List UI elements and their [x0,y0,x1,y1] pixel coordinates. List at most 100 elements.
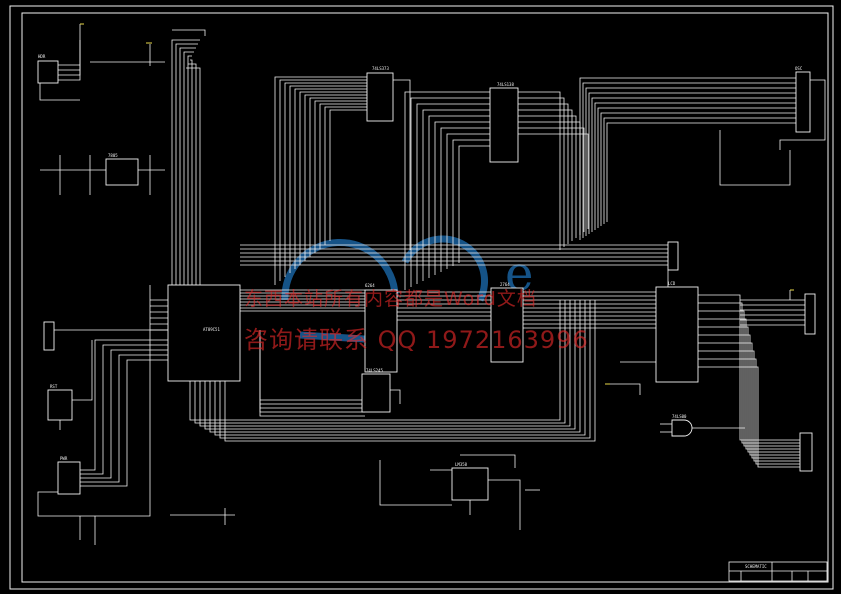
wire [518,115,577,238]
wire [259,354,365,417]
wire [80,339,168,471]
wire [72,340,93,401]
wire [428,115,490,278]
wire [440,127,490,272]
connector-top-mid [667,241,679,271]
wire [518,103,569,244]
wire [279,79,367,281]
latch-chip [366,72,394,122]
wire [175,43,198,285]
wire [719,130,791,186]
clock-label: OSC [795,66,803,71]
wire [299,91,367,265]
wire [452,139,490,266]
regulator-label: 7805 [108,153,118,158]
wire [80,354,168,483]
wire [304,94,367,261]
wire [518,127,585,232]
wire [594,102,796,230]
mcu-chip [167,284,241,382]
latch-label: 74LS373 [372,66,389,71]
wire [39,83,80,101]
title-block-label: SCHEMATIC [745,564,767,569]
connector-left [43,321,55,351]
wire [186,67,201,285]
wire [289,85,367,273]
wire [329,109,367,241]
eprom-chip [490,287,524,363]
wire [214,300,586,436]
wire [518,133,589,229]
wire [610,383,641,395]
wire [183,51,194,285]
wire [698,310,800,447]
nand-gate-symbol [671,419,693,437]
wire [404,91,490,290]
wire [591,97,796,232]
watermark-line-2: 咨询请联系 QQ 1972163996 [244,326,589,354]
wire [588,92,796,234]
wire [314,100,367,253]
buffer-chip [361,373,391,413]
wire [390,389,401,404]
wire [188,63,197,285]
wire [606,122,796,222]
wire [274,76,367,285]
title-block [728,561,828,582]
wire-net [37,24,826,545]
eprom-label: 2764 [500,282,510,287]
wire [80,359,168,487]
yellow-markers [80,23,794,385]
regulator-chip [105,158,139,186]
wire [460,454,516,468]
wire [698,342,800,459]
wire [600,112,796,226]
connector-mid-right [804,293,816,335]
wire [309,97,367,257]
wire [199,300,571,427]
wire [518,91,561,250]
wire [171,39,200,285]
reset-chip [47,389,73,421]
wire [204,300,576,430]
wire [172,29,206,36]
display-label: LCD [668,281,676,286]
ram-chip [364,289,398,373]
wire [698,366,800,468]
chip-labels: AT89C51 6264 2764 LCD 74LS373 74LS138 HD… [38,54,803,467]
drawing-border [9,5,834,590]
wire [410,97,490,287]
wire [698,334,800,456]
wire [446,133,490,269]
wire [379,460,452,506]
wire [319,103,367,249]
header-left [37,60,59,84]
wire [698,302,800,444]
buffer-label: 74LS245 [366,368,383,373]
wire [518,97,565,247]
power-chip [57,461,81,495]
wire [194,300,566,424]
wire [434,121,490,275]
wire [190,59,193,285]
wire [80,349,168,479]
gate-label: 74LS00 [672,414,687,419]
wire [579,77,796,240]
wire [224,300,596,442]
opamp-chip [451,467,489,501]
wire [37,285,151,517]
wire [393,79,411,250]
wire [698,358,800,465]
wire [80,344,168,475]
wire [458,145,490,263]
ic-bodies [37,60,816,501]
wire [179,47,196,285]
wire [698,326,800,453]
wire [284,82,367,277]
wire [582,82,796,238]
wire [416,103,490,284]
wire [488,479,521,530]
wire [294,88,367,269]
wire [603,117,796,224]
